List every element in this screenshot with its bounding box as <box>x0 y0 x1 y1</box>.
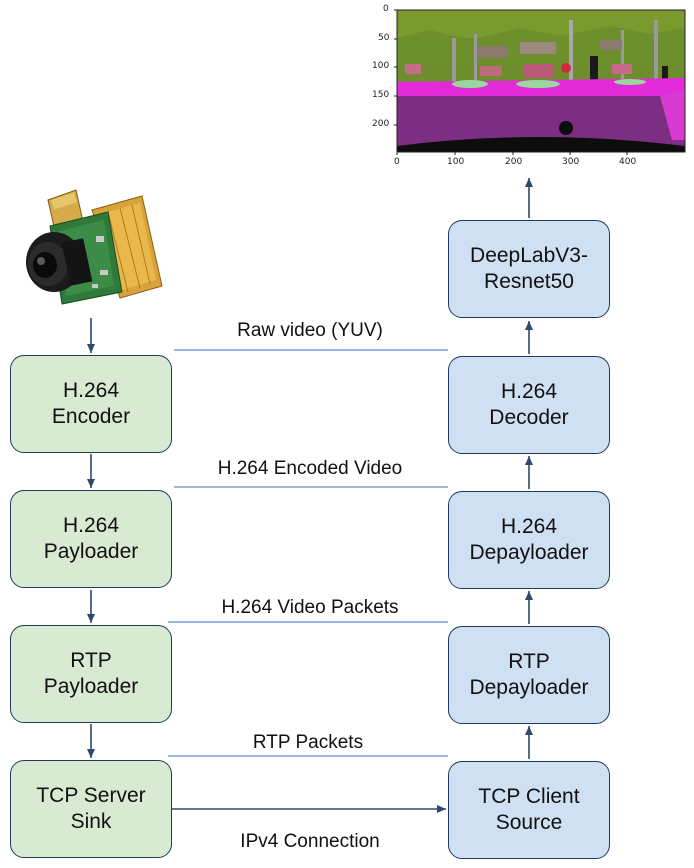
box-label-line2: Depayloader <box>469 676 589 699</box>
y-tick-label: 50 <box>378 33 390 43</box>
box-label-line1: RTP <box>70 649 112 672</box>
box-label-line2: Sink <box>70 810 112 833</box>
y-tick-label: 0 <box>383 4 389 14</box>
box-label-line1: H.264 <box>62 379 120 402</box>
h264-encoder-box: H.264 Encoder <box>10 355 172 453</box>
rtp-depayloader-box: RTP Depayloader <box>448 626 610 724</box>
box-label-line2: Decoder <box>489 406 569 429</box>
link-label-raw-video: Raw video (YUV) <box>237 320 383 341</box>
box-label-line1: RTP <box>508 650 550 673</box>
x-tick-label: 400 <box>619 157 637 167</box>
tcp-server-sink-box: TCP Server Sink <box>10 760 172 858</box>
box-label-line2: Resnet50 <box>484 270 574 293</box>
link-label-video-packets: H.264 Video Packets <box>221 597 399 618</box>
link-label-rtp-packets: RTP Packets <box>252 732 364 753</box>
link-label-ipv4-connection: IPv4 Connection <box>240 831 380 852</box>
y-tick-label: 150 <box>372 90 390 100</box>
x-tick-label: 200 <box>505 157 523 167</box>
y-tick-label: 200 <box>372 119 390 129</box>
tcp-client-source-box: TCP Client Source <box>448 761 610 859</box>
box-label-line2: Source <box>495 811 563 834</box>
camera-module-image <box>26 189 163 305</box>
link-label-encoded-video: H.264 Encoded Video <box>217 458 403 479</box>
box-label-line1: TCP Client <box>478 785 580 808</box>
x-tick-label: 300 <box>562 157 580 167</box>
box-label-line2: Payloader <box>43 675 139 698</box>
h264-decoder-box: H.264 Decoder <box>448 356 610 454</box>
rtp-payloader-box: RTP Payloader <box>10 625 172 723</box>
segmentation-output-image <box>394 9 686 155</box>
h264-payloader-box: H.264 Payloader <box>10 490 172 588</box>
box-label-line1: H.264 <box>500 515 558 538</box>
x-tick-label: 0 <box>394 157 400 167</box>
x-tick-label: 100 <box>447 157 465 167</box>
y-tick-label: 100 <box>372 61 390 71</box>
box-label-line2: Depayloader <box>469 541 589 564</box>
box-label-line2: Payloader <box>43 540 139 563</box>
deeplab-resnet-box: DeepLabV3- Resnet50 <box>448 220 610 318</box>
box-label-line1: H.264 <box>62 514 120 537</box>
box-label-line1: H.264 <box>500 380 558 403</box>
box-label-line1: DeepLabV3- <box>470 244 588 267</box>
box-label-line2: Encoder <box>51 405 131 428</box>
h264-depayloader-box: H.264 Depayloader <box>448 491 610 589</box>
box-label-line1: TCP Server <box>36 784 146 807</box>
